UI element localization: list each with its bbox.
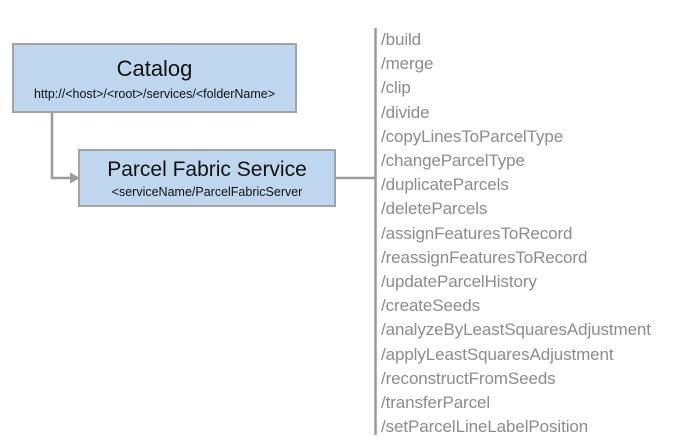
operation-item: /merge (381, 54, 434, 74)
operation-item: /copyLinesToParcelType (381, 126, 564, 146)
node-catalog-subtitle: http://<host>/<root>/services/<folderNam… (33, 87, 276, 101)
node-parcel-fabric-service: Parcel Fabric Service <serviceName/Parce… (78, 149, 336, 207)
connector-catalog-to-service (50, 113, 70, 180)
node-catalog: Catalog http://<host>/<root>/services/<f… (12, 43, 297, 113)
node-parcel-fabric-service-title: Parcel Fabric Service (107, 157, 307, 181)
operation-item: /reconstructFromSeeds (381, 368, 556, 388)
operation-item: /updateParcelHistory (381, 272, 537, 292)
operation-item: /build (381, 30, 422, 49)
operation-item: /assignFeaturesToRecord (381, 223, 573, 243)
node-catalog-title: Catalog (116, 56, 193, 81)
operation-item: /clip (381, 78, 411, 98)
operation-item: /applyLeastSquaresAdjustment (381, 344, 614, 364)
operations-list: /build /merge /clip /divide /copyLinesTo… (381, 28, 686, 439)
operation-item: /duplicateParcels (381, 175, 509, 195)
operation-item: /analyzeByLeastSquaresAdjustment (381, 320, 651, 340)
operation-item: /transferParcel (381, 393, 491, 413)
operation-item: /reassignFeaturesToRecord (381, 247, 588, 267)
operation-item: /setParcelLineLabelPosition (381, 417, 589, 437)
operation-item: /changeParcelType (381, 151, 525, 171)
operation-item: /deleteParcels (381, 199, 488, 219)
operation-item: /divide (381, 102, 430, 122)
operation-item: /createSeeds (381, 296, 480, 316)
node-parcel-fabric-service-subtitle: <serviceName/ParcelFabricServer (111, 184, 303, 199)
